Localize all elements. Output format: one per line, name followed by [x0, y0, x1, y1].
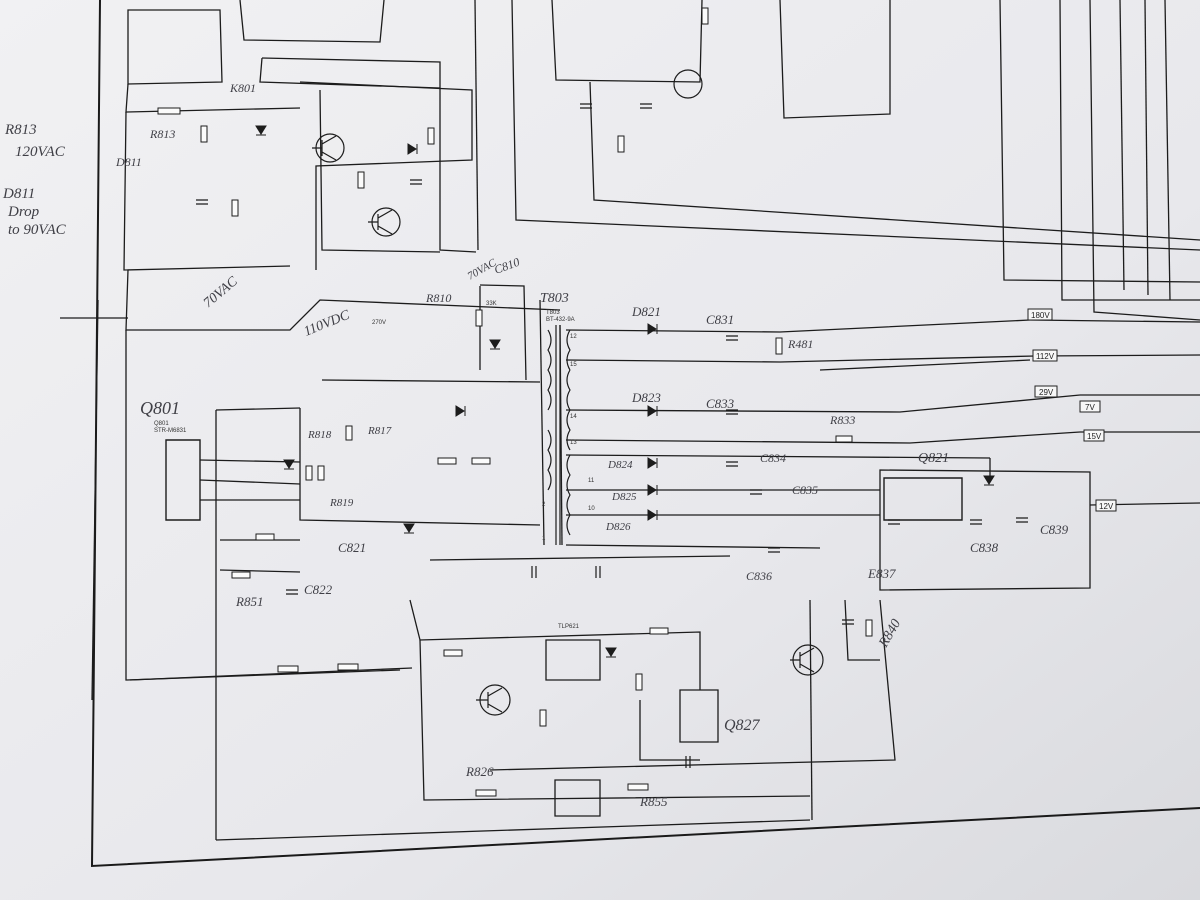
- note-r819: R819: [329, 497, 354, 509]
- q801-part-label: STR-M6831: [154, 428, 187, 434]
- note-q801: Q801: [140, 398, 180, 418]
- tlp621-label: TLP621: [558, 624, 580, 630]
- transformer-t803: [547, 325, 571, 545]
- voltage-rail-labels: 180V 112V 29V 7V 15V 12V: [1027, 308, 1117, 512]
- note-c822: C822: [304, 582, 333, 597]
- rail-15v: 15V: [1087, 432, 1102, 441]
- sheet-border: [90, 0, 1200, 868]
- printed-labels: T803 BT-432-9A Q801 STR-M6831 TLP621 33K…: [154, 301, 595, 630]
- note-d823: D823: [631, 390, 661, 405]
- note-c835: C835: [792, 483, 818, 497]
- t803-part-label: BT-432-9A: [546, 317, 575, 323]
- rail-7v: 7V: [1085, 403, 1095, 412]
- winding-pin-11: 11: [588, 478, 595, 484]
- note-r826: R826: [465, 764, 494, 779]
- note-r851: R851: [235, 594, 263, 609]
- note-c831: C831: [706, 312, 734, 327]
- note-c836: C836: [746, 569, 772, 583]
- note-r833: R833: [829, 413, 855, 427]
- note-r481: R481: [787, 337, 813, 351]
- ic-q801-block: [165, 439, 963, 521]
- note-d825: D825: [611, 491, 637, 503]
- r810-value-label: 33K: [486, 301, 497, 307]
- winding-pin-13: 13: [570, 440, 577, 446]
- note-d811-to90: to 90VAC: [8, 222, 67, 238]
- diode-symbols: [255, 125, 995, 658]
- note-t803: T803: [540, 291, 569, 306]
- note-q821: Q821: [918, 451, 949, 466]
- note-d811-title: D811: [2, 186, 35, 202]
- note-r817: R817: [367, 425, 392, 437]
- winding-pin-15: 15: [570, 362, 577, 368]
- wiring: [60, 0, 1200, 841]
- note-d811-inline: D811: [115, 155, 142, 169]
- note-r813-title: R813: [4, 122, 37, 138]
- capacitor-symbols: [196, 103, 1028, 768]
- note-c834: C834: [760, 451, 786, 465]
- note-r818: R818: [307, 429, 332, 441]
- note-c839: C839: [1040, 522, 1069, 537]
- note-d811-drop: Drop: [7, 204, 40, 220]
- note-k801: K801: [229, 81, 256, 95]
- winding-pin-12: 12: [570, 334, 577, 340]
- note-r813-inline: R813: [149, 127, 175, 141]
- q801-ref-label: Q801: [154, 421, 169, 427]
- note-d826: D826: [605, 521, 631, 533]
- rail-180v: 180V: [1031, 311, 1050, 320]
- rail-12v: 12V: [1099, 502, 1114, 511]
- note-r810: R810: [425, 291, 451, 305]
- note-e837: E837: [867, 566, 896, 581]
- note-c838: C838: [970, 540, 999, 555]
- winding-pin-2: 2: [542, 502, 546, 508]
- note-q827: Q827: [724, 717, 761, 734]
- note-c833: C833: [706, 396, 735, 411]
- note-r813-value: 120VAC: [15, 144, 66, 160]
- resistor-symbols: [157, 7, 873, 797]
- winding-pin-14: 14: [570, 414, 577, 420]
- transistor-symbols: [312, 69, 824, 716]
- rail-112v: 112V: [1036, 352, 1055, 361]
- t803-ref-label: T803: [546, 310, 560, 316]
- note-c821: C821: [338, 540, 366, 555]
- winding-pin-10: 10: [588, 506, 595, 512]
- note-r855: R855: [639, 794, 668, 809]
- winding-pin-1: 1: [542, 536, 546, 542]
- note-d821: D821: [631, 304, 661, 319]
- v270-label: 270V: [372, 320, 386, 326]
- note-d824: D824: [607, 459, 633, 471]
- rail-29v: 29V: [1039, 388, 1054, 397]
